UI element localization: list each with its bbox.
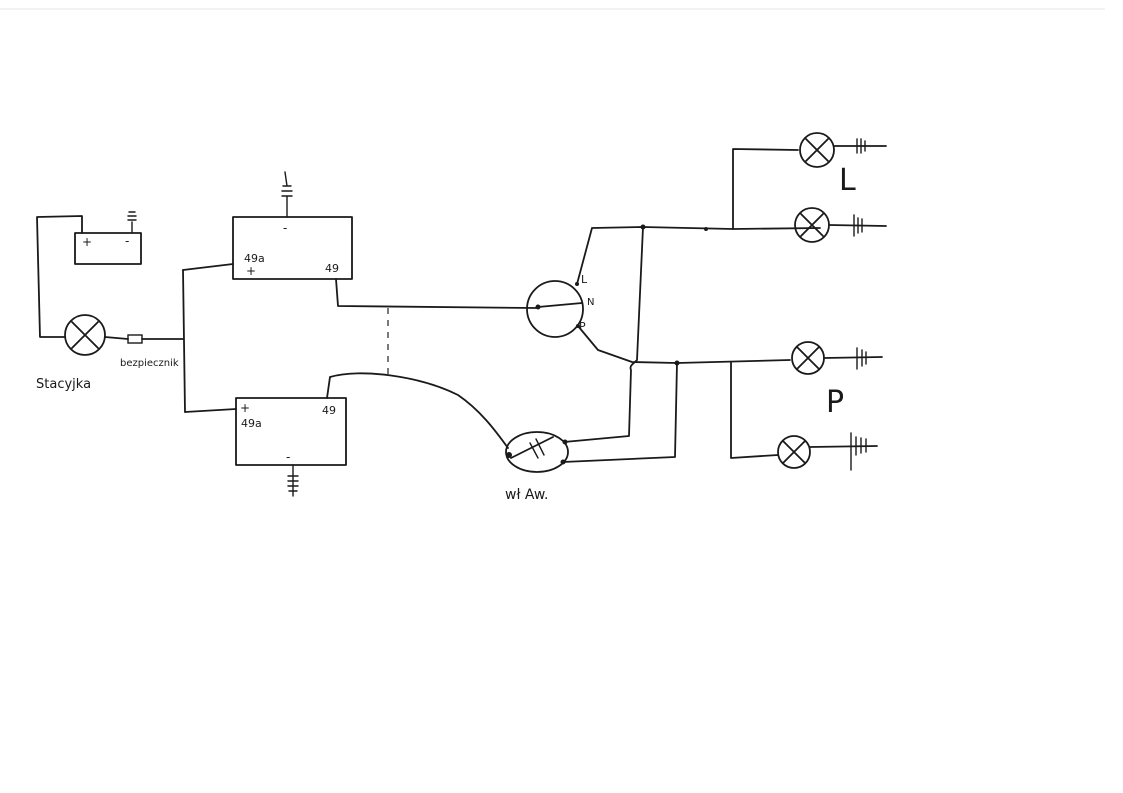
hazard-switch-contact-2	[560, 459, 566, 465]
switch-p-label: P	[579, 320, 586, 333]
lamp-right-rear-ground-wire	[809, 445, 878, 448]
hazard-left-feed-wire	[563, 226, 644, 443]
left-output-wire	[576, 226, 821, 285]
hazard-switch-label: wł Aw.	[505, 487, 549, 503]
ignition-lamp	[64, 314, 106, 356]
relay-top-49a-label: 49a	[244, 252, 265, 265]
relay-bottom-minus-label: -	[286, 450, 290, 464]
battery-body	[74, 232, 142, 265]
relay-bottom-49a-label: 49a	[241, 417, 262, 430]
lamp-right-front-ground-wire	[823, 356, 883, 359]
ignition-lamp-circle	[64, 314, 106, 356]
battery-to-ignition-wire	[36, 215, 83, 338]
turn-signal-switch: L N P	[526, 273, 594, 338]
relay-bottom-plus-label: +	[240, 401, 250, 415]
hazard-switch-marks	[529, 438, 545, 459]
lamp-left-front-cross	[805, 138, 829, 162]
switch-n-label: N	[587, 297, 594, 308]
lamp-right-front-cross	[796, 346, 820, 370]
ignition-label: Stacyjka	[36, 377, 91, 392]
junction-left-2	[704, 227, 708, 231]
supply-bus	[182, 269, 186, 413]
relay-top-ground-symbol	[281, 171, 293, 218]
relay-top-to-switch-wire	[335, 278, 537, 309]
hazard-switch	[505, 431, 569, 473]
relay-bottom-body	[235, 397, 347, 466]
lamp-left-rear-cross	[800, 213, 824, 237]
ignition-lamp-cross	[71, 321, 99, 349]
relay-top-plus-label: +	[246, 264, 256, 278]
relay-top-minus-label: -	[283, 221, 287, 235]
left-side-label: L	[839, 163, 856, 198]
right-rear-lamp-wire	[730, 361, 779, 459]
relay-bottom-49-label: 49	[322, 404, 336, 417]
switch-l-label: L	[581, 273, 588, 286]
lamp-right-rear	[777, 432, 878, 471]
relay-bottom: + 49a 49 -	[235, 397, 347, 497]
fuse	[127, 334, 143, 344]
lamp-right-rear-ground	[850, 432, 867, 471]
left-front-lamp-wire	[732, 148, 799, 230]
lamp-right-rear-circle	[777, 435, 811, 469]
hazard-right-feed-wire	[562, 362, 678, 463]
battery: + -	[74, 211, 142, 265]
relay-bottom-ground-symbol	[287, 464, 299, 497]
relay-top-body	[232, 216, 353, 280]
turn-switch-lever	[537, 302, 583, 308]
turn-switch-body	[526, 280, 584, 338]
lamp-left-rear-ground	[853, 214, 863, 237]
battery-plus-label: +	[82, 235, 92, 249]
lamp-right-rear-cross	[782, 440, 806, 464]
hazard-switch-contact-1	[562, 439, 568, 445]
lamp-to-fuse-wire	[104, 336, 129, 340]
hazard-switch-contact-in	[506, 452, 512, 458]
relay-top-49-label: 49	[325, 262, 339, 275]
lamp-left-front-ground	[856, 138, 866, 154]
battery-ground-symbol	[127, 211, 137, 233]
bus-to-top-relay-wire	[182, 263, 234, 271]
lamp-right-front	[791, 341, 883, 375]
hazard-switch-body	[505, 431, 569, 473]
relay-top: - 49a + 49	[232, 171, 353, 280]
lamp-right-front-ground	[856, 347, 867, 370]
lamp-left-rear	[794, 207, 887, 243]
bus-to-bottom-relay-wire	[184, 408, 237, 413]
right-side-label: P	[826, 385, 844, 420]
lamp-left-front	[799, 132, 887, 168]
battery-minus-label: -	[125, 234, 129, 248]
fuse-label: bezpiecznik	[120, 358, 179, 369]
turn-switch-pivot	[535, 304, 541, 310]
relay-bottom-to-hazard-wire	[326, 372, 509, 449]
lamp-left-front-circle	[799, 132, 835, 168]
right-output-wire	[577, 325, 791, 364]
